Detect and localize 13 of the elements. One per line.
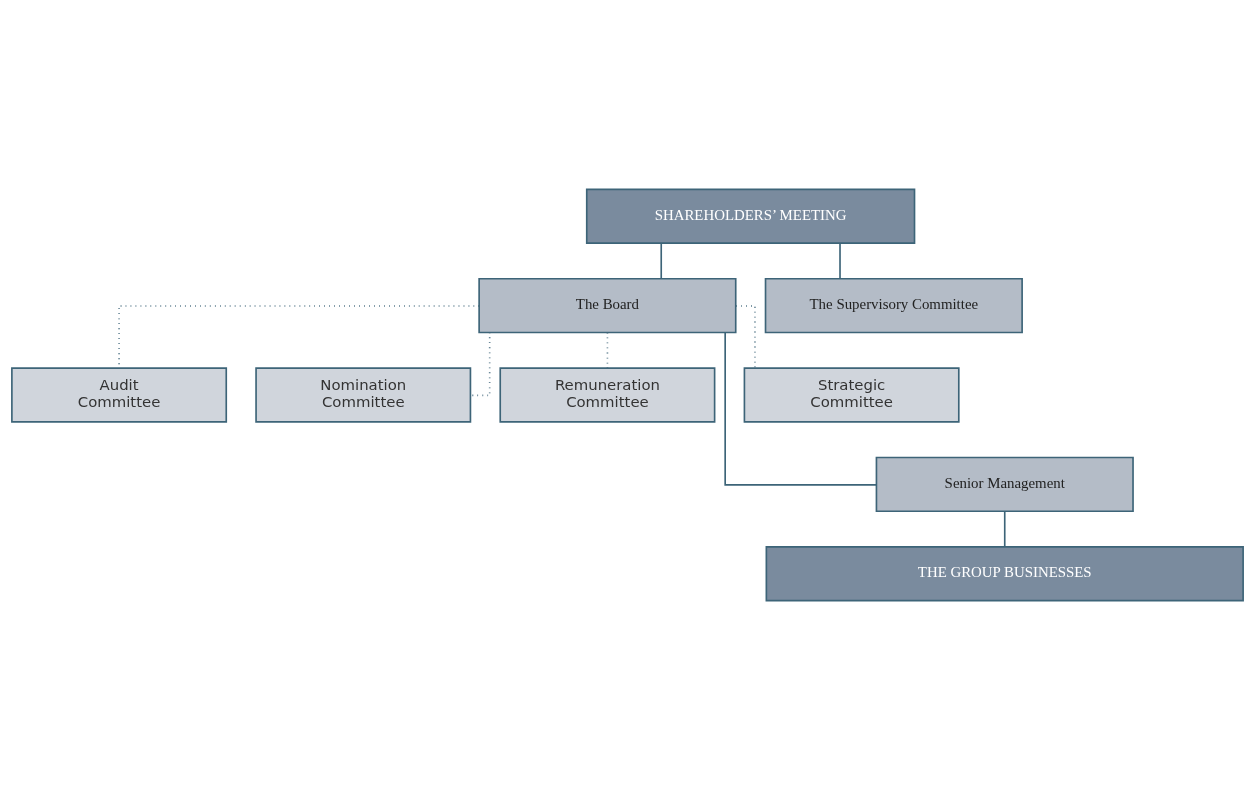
node-box: The Board bbox=[478, 277, 737, 334]
node-box: Nomination Committee bbox=[255, 367, 472, 423]
node-box: SHAREHOLDERS’ MEETING bbox=[585, 188, 916, 244]
node-box: Audit Committee bbox=[11, 367, 228, 423]
node-box: The Supervisory Committee bbox=[764, 277, 1023, 334]
connector bbox=[660, 242, 663, 280]
node-box: Remuneration Committee bbox=[499, 367, 716, 423]
connector bbox=[1003, 510, 1006, 548]
connector bbox=[839, 242, 841, 280]
node-box: Strategic Committee bbox=[743, 367, 960, 423]
node-box: THE GROUP BUSINESSES bbox=[765, 546, 1244, 602]
node-box: Senior Management bbox=[875, 456, 1134, 513]
connector bbox=[724, 332, 878, 486]
